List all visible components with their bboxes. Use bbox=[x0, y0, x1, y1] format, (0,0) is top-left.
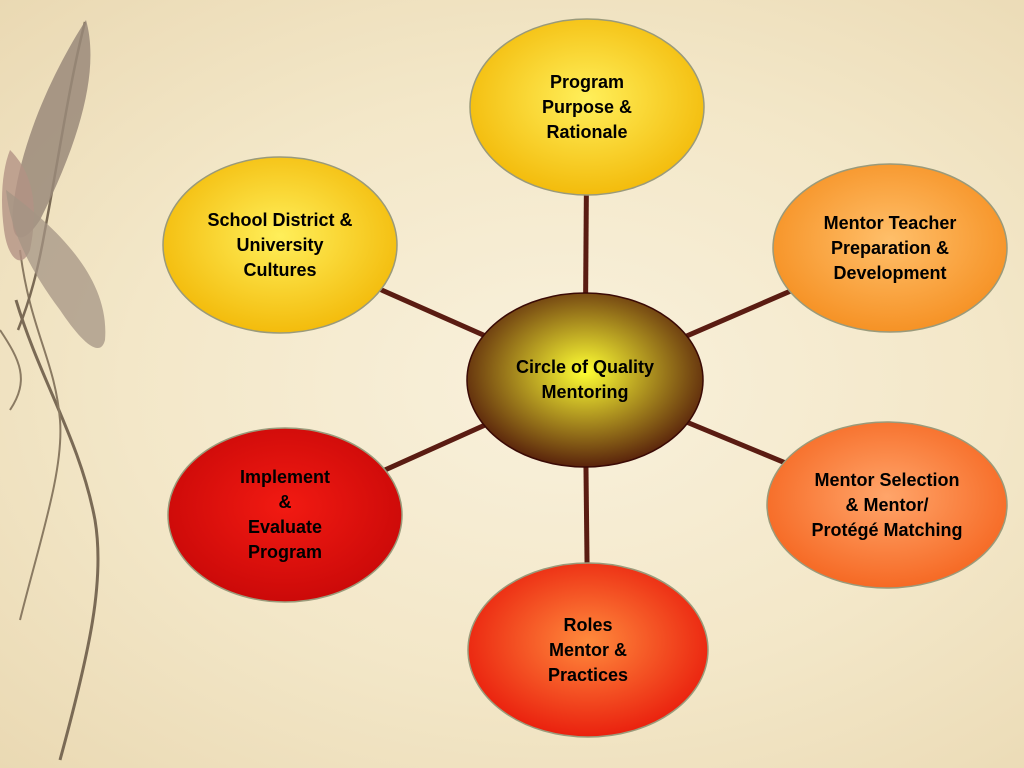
leaf-stem bbox=[19, 249, 62, 621]
node-roles-mentor-practices bbox=[467, 562, 709, 738]
diagram-nodes bbox=[162, 18, 1008, 738]
leaf-blade bbox=[12, 20, 91, 238]
leaf-stem bbox=[0, 329, 22, 411]
node-program-purpose bbox=[469, 18, 705, 196]
node-school-district-cultures bbox=[162, 156, 398, 334]
center-node bbox=[466, 292, 704, 468]
leaf-blade bbox=[6, 190, 106, 349]
decorative-leaf-branch bbox=[0, 20, 106, 761]
leaf-stem bbox=[14, 299, 100, 761]
node-mentor-selection bbox=[766, 421, 1008, 589]
node-mentor-teacher-preparation bbox=[772, 163, 1008, 333]
node-implement-evaluate bbox=[167, 427, 403, 603]
